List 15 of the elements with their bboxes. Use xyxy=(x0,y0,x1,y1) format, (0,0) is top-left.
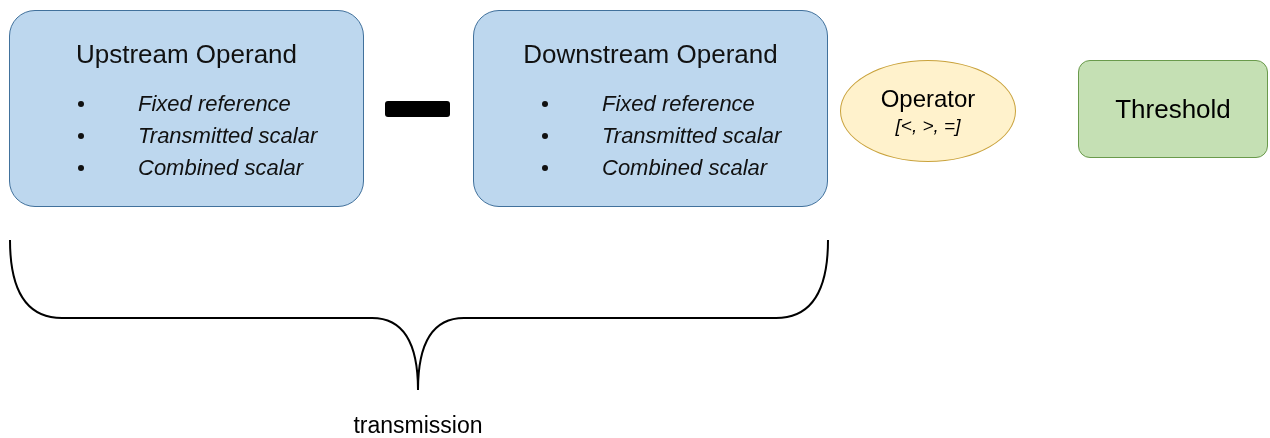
list-item: Fixed reference xyxy=(602,91,755,117)
operand-box xyxy=(473,10,828,207)
threshold-box xyxy=(1078,60,1268,158)
operator-options: [<, >, =] xyxy=(895,115,961,137)
box-title: Downstream Operand xyxy=(523,39,778,70)
list-item: Combined scalar xyxy=(602,155,768,181)
node-title: Threshold xyxy=(1115,93,1231,125)
list-item: Fixed reference xyxy=(138,91,291,117)
node-title: Operator xyxy=(880,85,976,113)
box-title: Upstream Operand xyxy=(75,39,298,70)
list-item: Combined scalar xyxy=(138,155,304,181)
list-item: Transmitted scalar xyxy=(138,123,318,149)
brace-label: transmission xyxy=(352,412,484,438)
list-item: Transmitted scalar xyxy=(602,123,782,149)
operand-box xyxy=(9,10,364,207)
